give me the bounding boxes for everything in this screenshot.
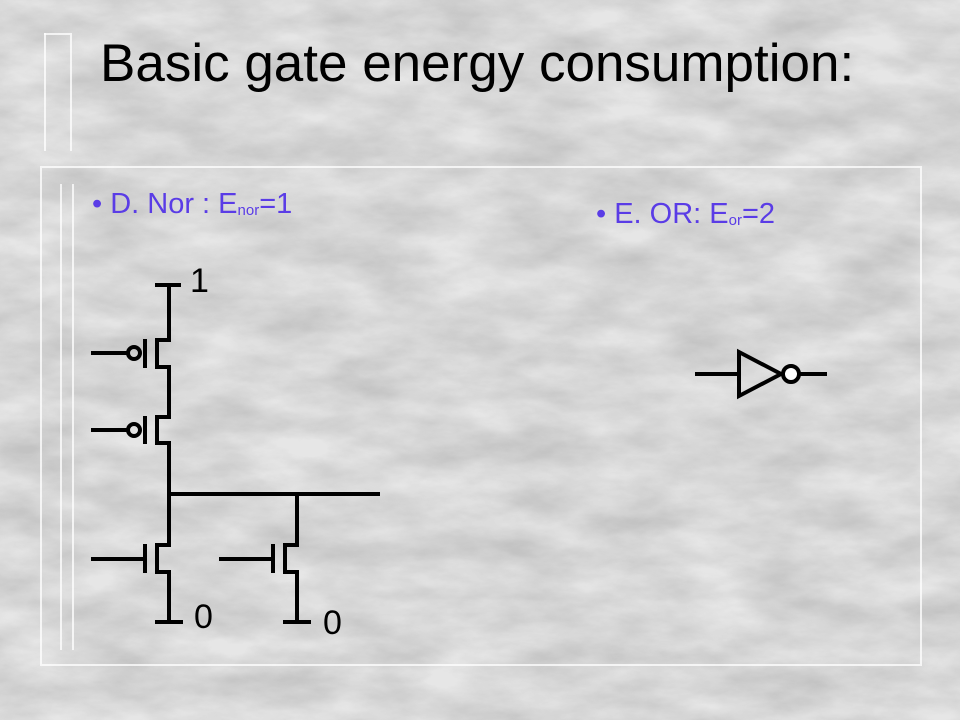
bullet-nor-value: =1 (259, 188, 293, 220)
bullet-or: • E. OR: Eor=2 (596, 198, 775, 231)
bullet-or-label: E. OR: E (614, 198, 729, 230)
pmos-transistor (91, 408, 171, 496)
frame-right-line (920, 168, 922, 664)
frame-top-line (40, 166, 922, 168)
ground-label: 0 (323, 604, 342, 642)
bullet-nor: • D. Nor : Enor=1 (92, 188, 292, 221)
ground-label: 0 (194, 598, 213, 636)
bullet-nor-label: D. Nor : E (110, 188, 238, 220)
inverter-symbol (695, 348, 827, 400)
pmos-transistor (91, 283, 171, 412)
bullet-marker: • (92, 188, 111, 220)
body-bar-left-v2 (72, 184, 74, 650)
title-bar-left-v2 (70, 33, 72, 151)
vdd-label: 1 (190, 262, 209, 300)
title-bar-left (44, 33, 70, 35)
frame-left-line (40, 168, 42, 664)
title-bar-left-v (44, 33, 46, 151)
frame-bottom-line (40, 664, 922, 666)
nmos-transistor (219, 492, 311, 624)
body-bar-left-v (60, 184, 62, 650)
bullet-or-subscript: or (728, 212, 742, 229)
bullet-nor-subscript: nor (237, 202, 260, 219)
slide-title: Basic gate energy consumption: (100, 34, 855, 93)
nmos-transistor (91, 492, 183, 624)
bullet-or-value: =2 (741, 198, 776, 230)
bullet-marker: • (596, 198, 615, 230)
